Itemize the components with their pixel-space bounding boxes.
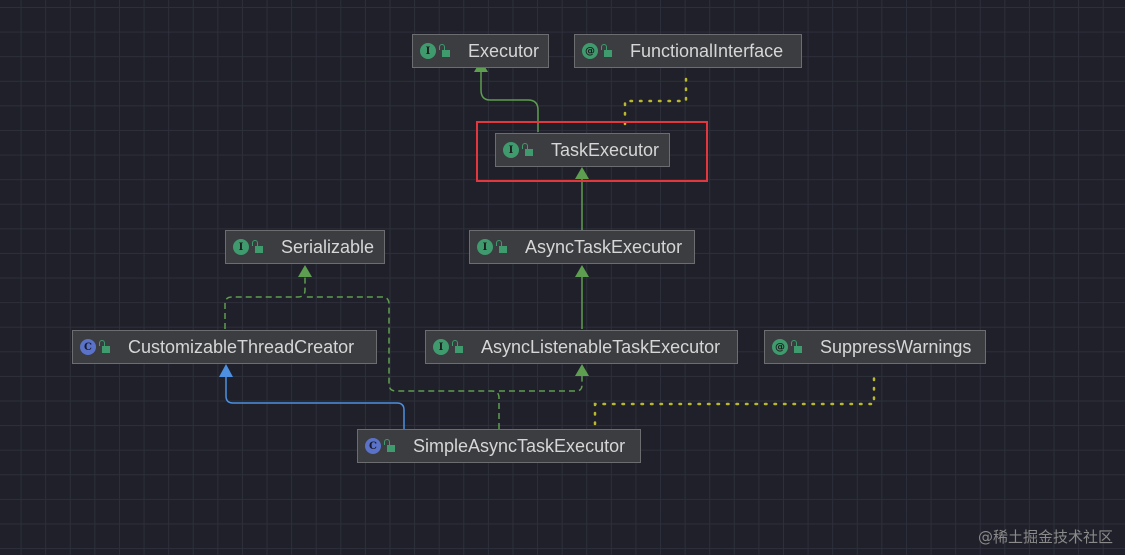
arrow-head (575, 167, 589, 179)
node-label: AsyncListenableTaskExecutor (481, 336, 721, 357)
public-lock-icon (439, 43, 450, 57)
interface-icon: I (477, 239, 493, 255)
node-label: CustomizableThreadCreator (128, 336, 355, 357)
public-lock-icon (522, 142, 533, 156)
node-label: Executor (468, 40, 540, 61)
arrow-head (575, 364, 589, 376)
public-lock-icon (384, 438, 395, 452)
interface-icon: I (420, 43, 436, 59)
node-customizable-thread-creator[interactable]: C CustomizableThreadCreator (72, 330, 377, 364)
node-async-task-executor[interactable]: I AsyncTaskExecutor (469, 230, 695, 264)
edge-taskexecutor-executor (480, 72, 539, 132)
interface-icon: I (433, 339, 449, 355)
arrow-head (219, 364, 233, 377)
public-lock-icon (99, 339, 110, 353)
node-label: AsyncTaskExecutor (525, 236, 683, 257)
annotation-icon: @ (772, 339, 788, 355)
node-functional-interface[interactable]: @ FunctionalInterface (574, 34, 802, 68)
public-lock-icon (452, 339, 463, 353)
node-simple-async-task-executor[interactable]: C SimpleAsyncTaskExecutor (357, 429, 641, 463)
arrow-head (575, 265, 589, 277)
edge-customizable-serializable (224, 276, 306, 329)
node-executor[interactable]: I Executor (412, 34, 549, 68)
class-icon: C (365, 438, 381, 454)
public-lock-icon (601, 43, 612, 57)
arrow-head (298, 265, 312, 277)
node-label: FunctionalInterface (630, 40, 784, 61)
edge-simpleasync-serializable (305, 296, 500, 429)
class-icon: C (80, 339, 96, 355)
watermark: @稀土掘金技术社区 (977, 528, 1113, 546)
node-label: SimpleAsyncTaskExecutor (413, 435, 626, 456)
public-lock-icon (496, 239, 507, 253)
public-lock-icon (791, 339, 802, 353)
annotation-icon: @ (582, 43, 598, 59)
node-task-executor[interactable]: I TaskExecutor (495, 133, 670, 167)
node-serializable[interactable]: I Serializable (225, 230, 385, 264)
edge-simpleasync-customizable (225, 376, 405, 429)
public-lock-icon (252, 239, 263, 253)
node-suppress-warnings[interactable]: @ SuppressWarnings (764, 330, 986, 364)
node-async-listenable-task-executor[interactable]: I AsyncListenableTaskExecutor (425, 330, 738, 364)
edge-taskexecutor-functionalinterface (623, 74, 688, 126)
interface-icon: I (503, 142, 519, 158)
interface-icon: I (233, 239, 249, 255)
node-label: SuppressWarnings (820, 336, 972, 357)
highlight-box (476, 121, 708, 182)
edge-simpleasync-asynclistenable (499, 376, 583, 392)
node-label: Serializable (281, 236, 375, 257)
edge-simpleasync-suppresswarnings (593, 370, 876, 426)
node-label: TaskExecutor (551, 139, 660, 160)
